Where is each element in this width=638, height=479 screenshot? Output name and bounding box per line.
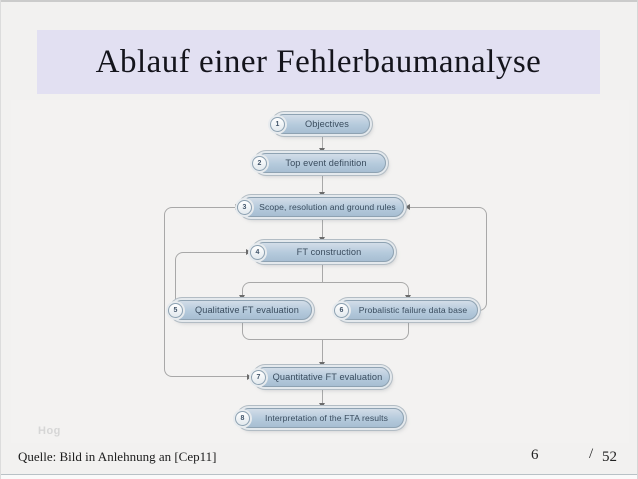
connector-split xyxy=(242,282,409,296)
step-number-badge: 6 xyxy=(334,303,349,318)
connector-line xyxy=(322,217,323,238)
slide-title-bar: Ablauf einer Fehlerbaumanalyse xyxy=(37,30,600,94)
arrow-down-icon xyxy=(239,295,245,300)
connector-line xyxy=(322,173,323,193)
flow-node-label: Objectives xyxy=(305,119,349,129)
connector-line xyxy=(322,387,323,404)
flow-node-probalistic-failure-data-base: 6 Probalistic failure data base xyxy=(334,300,478,320)
flow-node-objectives: 1 Objectives xyxy=(270,114,370,134)
step-number-badge: 5 xyxy=(168,303,183,318)
arrow-right-icon xyxy=(247,374,252,380)
source-note: Quelle: Bild in Anlehnung an [Cep11] xyxy=(18,449,217,464)
slide-bottom-edge xyxy=(1,474,637,475)
flow-node-label: FT construction xyxy=(296,247,362,257)
connector-line xyxy=(322,339,323,363)
flow-node-qualitative-ft-evaluation: 5 Qualitative FT evaluation xyxy=(168,300,312,320)
slide-title: Ablauf einer Fehlerbaumanalyse xyxy=(95,43,542,80)
flow-node-scope-resolution-ground-rules: 3 Scope, resolution and ground rules xyxy=(237,197,404,217)
flow-node-label: Interpretation of the FTA results xyxy=(264,413,389,423)
connector-line xyxy=(322,262,323,283)
arrow-right-icon xyxy=(246,249,251,255)
step-number-badge: 4 xyxy=(250,245,265,260)
step-number-badge: 8 xyxy=(235,411,250,426)
arrow-down-icon xyxy=(319,148,325,153)
arrow-down-icon xyxy=(405,295,411,300)
flow-node-label: Qualitative FT evaluation xyxy=(195,305,299,315)
connector-feedback-left-outer xyxy=(164,207,252,377)
flow-node-top-event-definition: 2 Top event definition xyxy=(252,153,386,173)
flow-node-label: Scope, resolution and ground rules xyxy=(259,202,396,212)
step-number-badge: 3 xyxy=(237,200,252,215)
arrow-left-icon xyxy=(405,204,410,210)
step-number-badge: 7 xyxy=(251,370,266,385)
arrow-down-icon xyxy=(319,237,325,242)
connector-feedback-left-inner xyxy=(175,252,250,305)
arrow-down-icon xyxy=(319,362,325,367)
slide-bottom-pad xyxy=(1,475,637,479)
flow-node-label: Top event definition xyxy=(285,158,367,168)
flow-node-interpretation-fta-results: 8 Interpretation of the FTA results xyxy=(235,408,404,428)
flow-node-label: Quantitative FT evaluation xyxy=(272,372,383,382)
connector-feedback-right xyxy=(408,207,487,311)
arrow-down-icon xyxy=(319,192,325,197)
arrow-down-icon xyxy=(319,403,325,408)
connector-line xyxy=(322,134,323,150)
flow-node-ft-construction: 4 FT construction xyxy=(250,242,394,262)
slide-top-edge xyxy=(1,0,637,2)
page-number-current: 6 xyxy=(531,447,539,463)
flow-node-quantitative-ft-evaluation: 7 Quantitative FT evaluation xyxy=(251,367,390,387)
watermark-logo: Hog xyxy=(38,425,61,437)
step-number-badge: 2 xyxy=(252,156,267,171)
flow-node-label: Probalistic failure data base xyxy=(358,305,468,315)
page-number-separator: / xyxy=(589,446,594,462)
step-number-badge: 1 xyxy=(270,117,285,132)
connector-merge xyxy=(242,320,409,340)
page-number-total: 52 xyxy=(602,449,617,465)
